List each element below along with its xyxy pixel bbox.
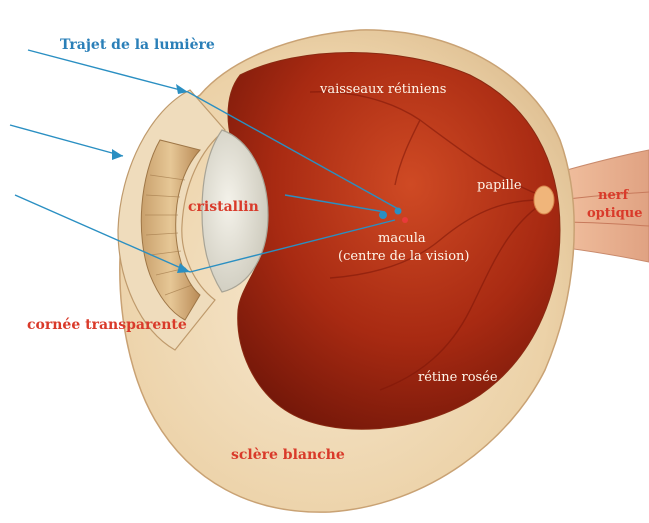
optic-nerve-label-line1: nerf	[598, 188, 628, 203]
macula-focus-dot	[379, 211, 387, 219]
retina-label: rétine rosée	[418, 370, 498, 385]
macula-focus-dot-2	[395, 208, 402, 215]
cornea-label: cornée transparente	[27, 318, 187, 333]
macula-label-line2: (centre de la vision)	[338, 249, 469, 264]
light-ray-1	[28, 50, 188, 92]
optic-nerve-label-line2: optique	[587, 206, 643, 221]
macula-center	[402, 217, 408, 223]
papilla-disc	[534, 186, 554, 214]
light-ray-2	[10, 125, 123, 156]
light-path-label: Trajet de la lumière	[60, 38, 215, 53]
retinal-vessels-label: vaisseaux rétiniens	[320, 82, 446, 97]
lens-label: cristallin	[188, 200, 259, 215]
sclera-label: sclère blanche	[231, 448, 345, 463]
papilla-label: papille	[477, 178, 522, 193]
macula-label-line1: macula	[378, 231, 426, 246]
light-ray-2-arrow	[112, 149, 123, 160]
